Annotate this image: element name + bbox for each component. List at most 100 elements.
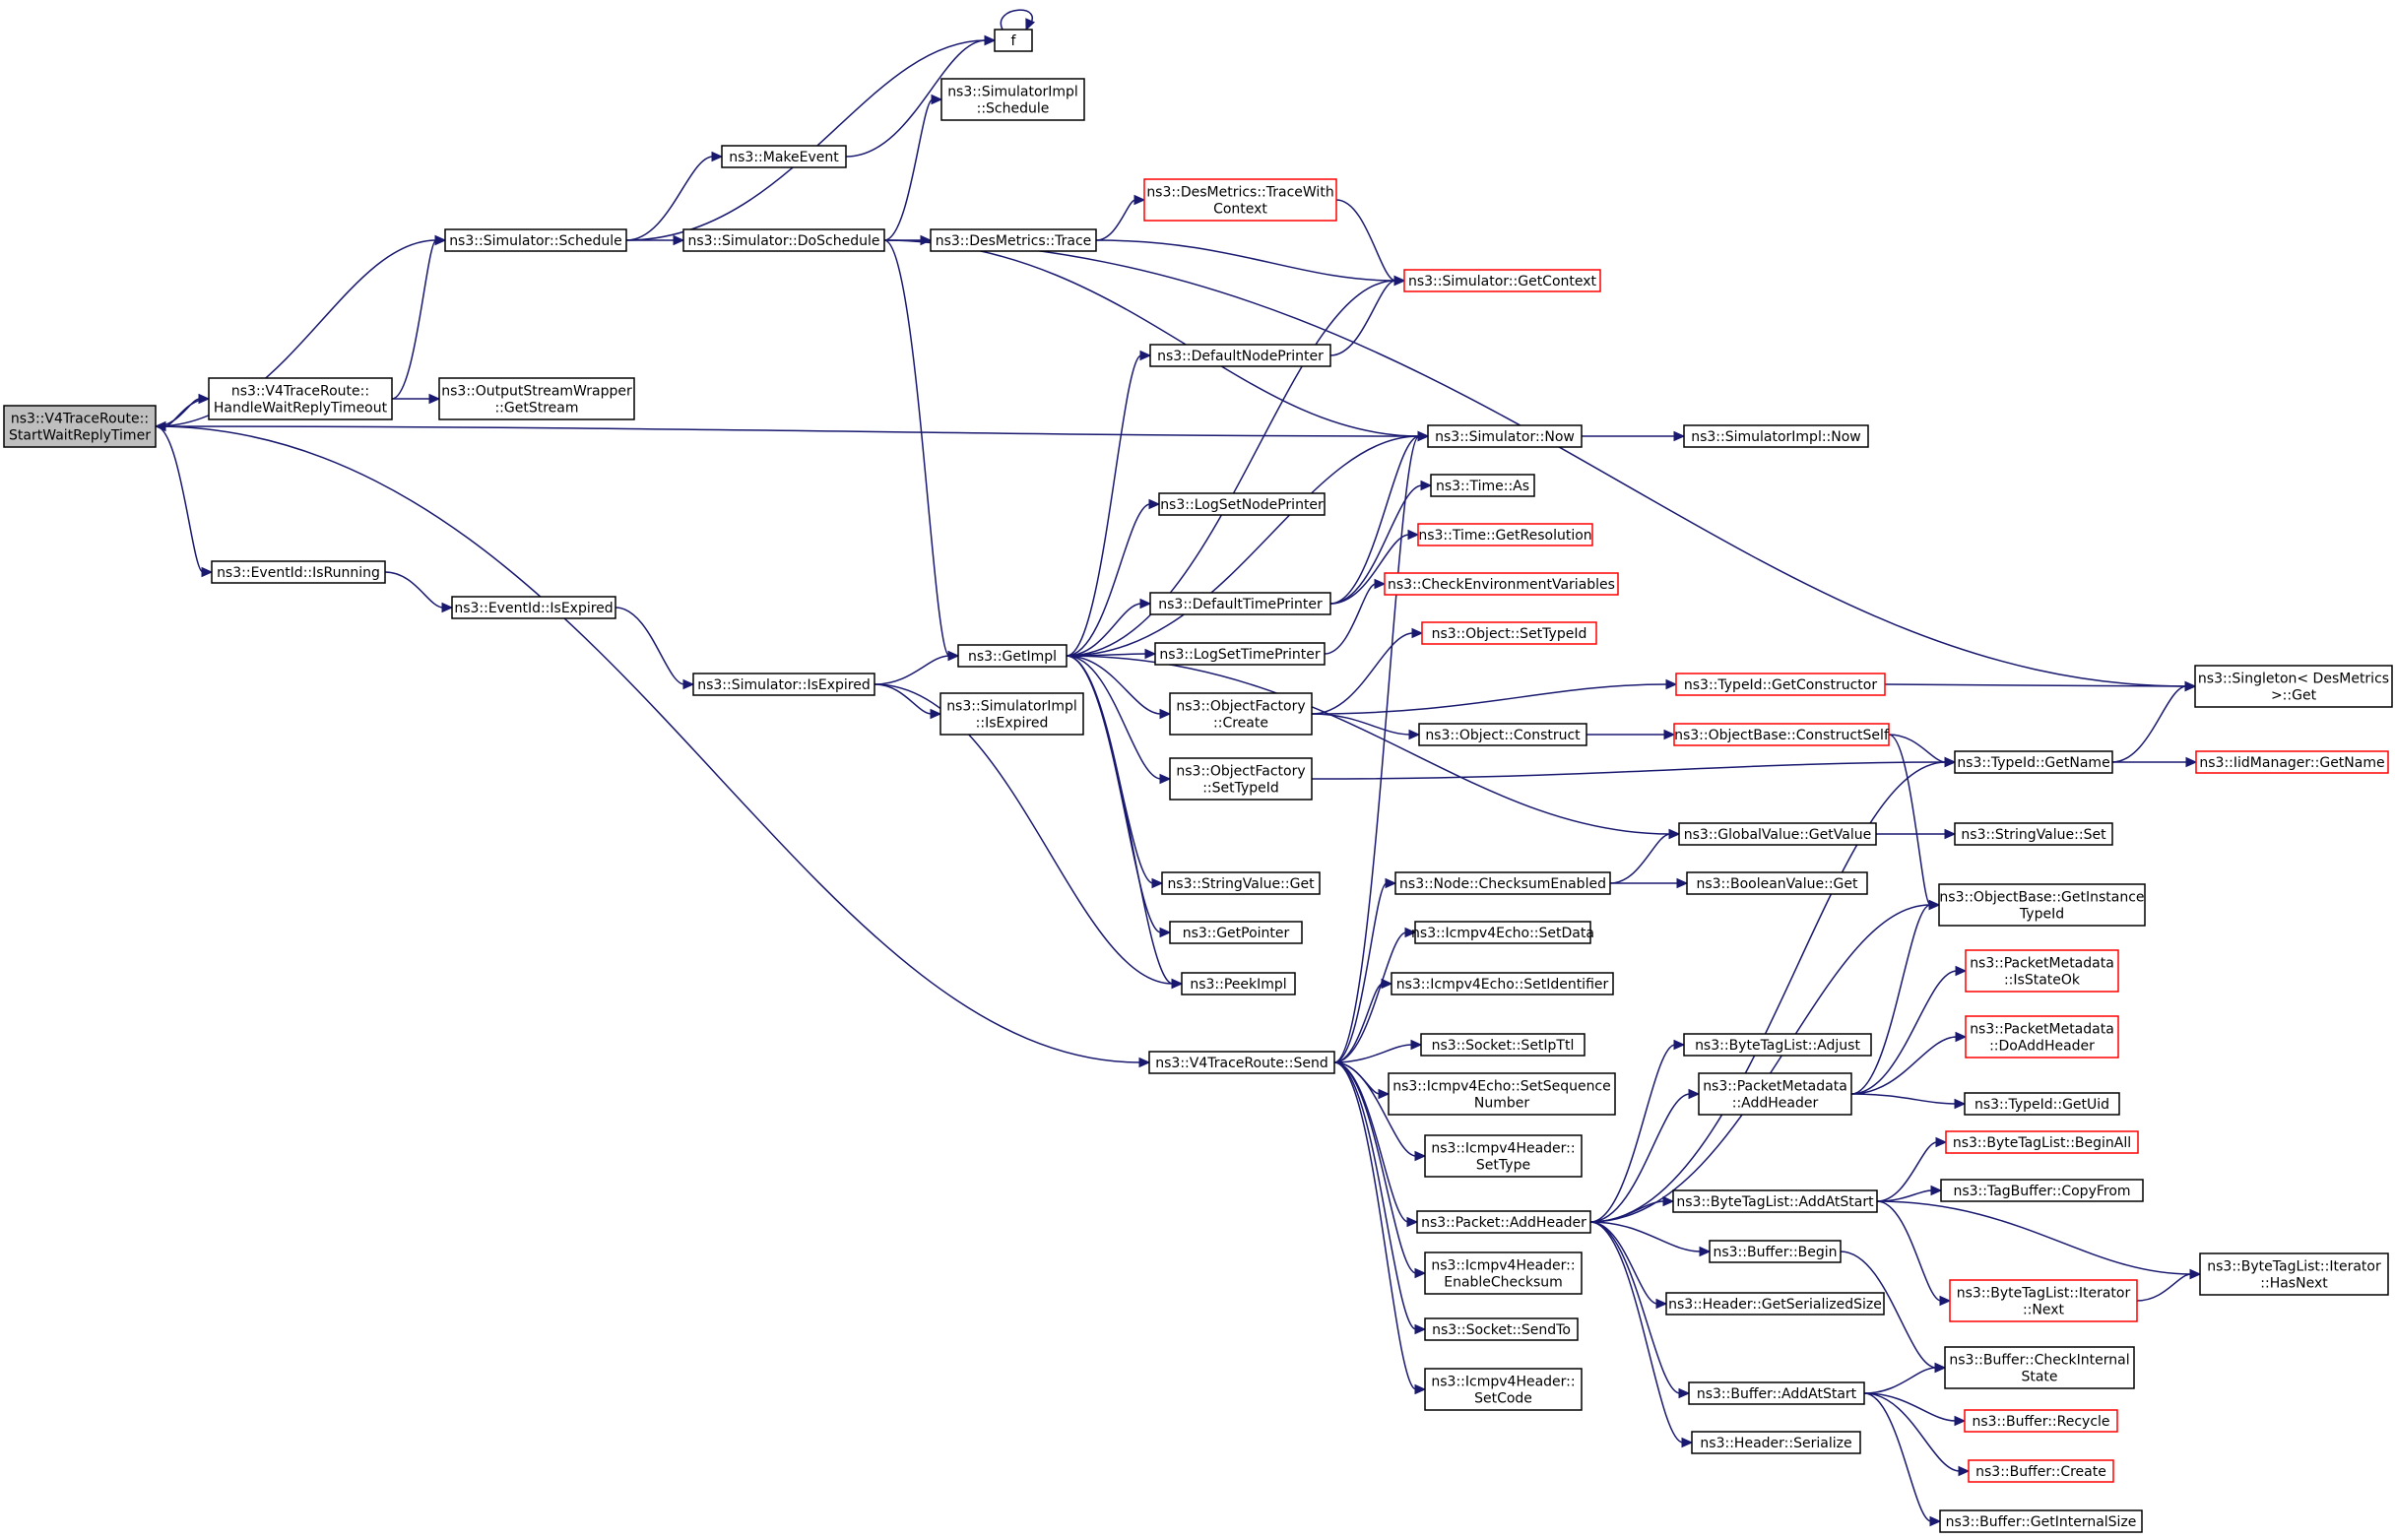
- node-simImplSchedule[interactable]: ns3::SimulatorImpl::Schedule: [940, 78, 1085, 121]
- edge-pktAddHeader-to-bufBegin: [1589, 1221, 1712, 1257]
- node-label: ns3::ByteTagList::BeginAll: [1953, 1135, 2131, 1151]
- node-echoSetId[interactable]: ns3::Icmpv4Echo::SetIdentifier: [1391, 972, 1614, 995]
- node-objSetTypeId[interactable]: ns3::Object::SetTypeId: [1421, 621, 1597, 645]
- node-bufBegin[interactable]: ns3::Buffer::Begin: [1709, 1240, 1842, 1263]
- node-defTimePrinter[interactable]: ns3::DefaultTimePrinter: [1149, 592, 1331, 615]
- edge-simDoSchedule-to-simImplSchedule: [883, 94, 943, 241]
- node-btlIterHasNext[interactable]: ns3::ByteTagList::Iterator::HasNext: [2199, 1252, 2389, 1296]
- node-hdrSetType[interactable]: ns3::Icmpv4Header::SetType: [1424, 1134, 1583, 1178]
- node-bufGetInternalSize[interactable]: ns3::Buffer::GetInternalSize: [1939, 1509, 2143, 1533]
- node-tbCopyFrom[interactable]: ns3::TagBuffer::CopyFrom: [1940, 1179, 2144, 1202]
- node-peekImpl[interactable]: ns3::PeekImpl: [1181, 972, 1296, 995]
- node-ofCreate[interactable]: ns3::ObjectFactory::Create: [1169, 692, 1313, 736]
- node-hdrSetCode[interactable]: ns3::Icmpv4Header::SetCode: [1424, 1368, 1583, 1411]
- edge-getImpl-to-ofSetTypeId: [1066, 655, 1172, 785]
- node-simNow[interactable]: ns3::Simulator::Now: [1427, 424, 1583, 448]
- node-label: TypeId: [2019, 907, 2064, 923]
- node-pmDoAddHeader[interactable]: ns3::PacketMetadata::DoAddHeader: [1965, 1015, 2119, 1059]
- node-label: SetType: [1476, 1158, 1530, 1174]
- edge-send-to-nodeChecksum: [1333, 877, 1397, 1063]
- node-hdrEnableChecksum[interactable]: ns3::Icmpv4Header::EnableChecksum: [1424, 1251, 1583, 1295]
- edge-send-to-sockSetIpTtl: [1333, 1039, 1423, 1063]
- edge-getImpl-to-gvGetValue: [1066, 655, 1681, 840]
- node-svGet[interactable]: ns3::StringValue::Get: [1161, 871, 1321, 895]
- node-btlAddAtStart[interactable]: ns3::ByteTagList::AddAtStart: [1672, 1189, 1878, 1213]
- node-btlBeginAll[interactable]: ns3::ByteTagList::BeginAll: [1945, 1130, 2139, 1154]
- node-bufRecycle[interactable]: ns3::Buffer::Recycle: [1964, 1409, 2118, 1433]
- node-label: ns3::StringValue::Set: [1961, 827, 2106, 843]
- node-hdrGetSerSize[interactable]: ns3::Header::GetSerializedSize: [1665, 1292, 1885, 1315]
- node-timeRes[interactable]: ns3::Time::GetResolution: [1417, 523, 1593, 546]
- node-echoSetData[interactable]: ns3::Icmpv4Echo::SetData: [1411, 921, 1594, 944]
- node-gvGetValue[interactable]: ns3::GlobalValue::GetValue: [1678, 822, 1877, 846]
- node-bufCreate[interactable]: ns3::Buffer::Create: [1968, 1459, 2114, 1483]
- edge-pktAddHeader-to-pmAddHeader: [1589, 1088, 1701, 1223]
- node-eventRunning[interactable]: ns3::EventId::IsRunning: [211, 560, 386, 584]
- edge-pktAddHeader-to-typeIdGetName: [1589, 756, 1957, 1223]
- node-label: ::DoAddHeader: [1989, 1039, 2095, 1055]
- node-checkEnv[interactable]: ns3::CheckEnvironmentVariables: [1384, 572, 1619, 596]
- node-label: ns3::Icmpv4Header::: [1431, 1258, 1575, 1274]
- node-objConstruct[interactable]: ns3::Object::Construct: [1418, 723, 1587, 746]
- node-btlIterNext[interactable]: ns3::ByteTagList::Iterator::Next: [1949, 1279, 2138, 1322]
- node-outStream[interactable]: ns3::OutputStreamWrapper::GetStream: [438, 377, 635, 420]
- node-label: ::Create: [1213, 716, 1268, 732]
- node-label: ns3::LogSetNodePrinter: [1160, 497, 1324, 513]
- node-label: ns3::DesMetrics::Trace: [936, 233, 1092, 249]
- node-typeIdGetName[interactable]: ns3::TypeId::GetName: [1954, 750, 2113, 774]
- node-eventExpired[interactable]: ns3::EventId::IsExpired: [451, 596, 616, 619]
- node-logSetNode[interactable]: ns3::LogSetNodePrinter: [1158, 492, 1326, 516]
- node-label: ns3::ByteTagList::Iterator: [1957, 1286, 2131, 1302]
- node-getPointer[interactable]: ns3::GetPointer: [1169, 921, 1303, 944]
- edge-simDoSchedule-to-getImpl: [883, 239, 960, 662]
- node-btlAdjust[interactable]: ns3::ByteTagList::Adjust: [1683, 1033, 1872, 1057]
- node-desTrace[interactable]: ns3::DesMetrics::Trace: [930, 228, 1097, 252]
- edge-getImpl-to-ofCreate: [1066, 655, 1172, 720]
- node-sockSendTo[interactable]: ns3::Socket::SendTo: [1424, 1317, 1579, 1341]
- node-timeAs[interactable]: ns3::Time::As: [1430, 474, 1535, 497]
- node-nodeChecksum[interactable]: ns3::Node::ChecksumEnabled: [1394, 871, 1611, 895]
- node-simIsExpired[interactable]: ns3::Simulator::IsExpired: [692, 673, 875, 696]
- edge-handleTimeout-to-root: [154, 398, 210, 432]
- node-svSet[interactable]: ns3::StringValue::Set: [1954, 822, 2113, 846]
- node-makeEvent[interactable]: ns3::MakeEvent: [721, 145, 847, 168]
- node-label: ns3::Simulator::GetContext: [1408, 274, 1597, 289]
- node-pktAddHeader[interactable]: ns3::Packet::AddHeader: [1416, 1210, 1591, 1234]
- node-singleton[interactable]: ns3::Singleton< DesMetrics>::Get: [2194, 665, 2393, 708]
- node-label: ns3::ObjectFactory: [1176, 699, 1305, 715]
- node-f[interactable]: f: [994, 29, 1033, 52]
- node-send[interactable]: ns3::V4TraceRoute::Send: [1148, 1051, 1335, 1074]
- edge-ofCreate-to-typeIdGetCtor: [1311, 678, 1678, 715]
- node-getImpl[interactable]: ns3::GetImpl: [957, 644, 1068, 668]
- node-hdrSerialize[interactable]: ns3::Header::Serialize: [1691, 1431, 1861, 1454]
- node-simImplIsExpired[interactable]: ns3::SimulatorImpl::IsExpired: [939, 692, 1084, 736]
- edge-getImpl-to-peekImpl: [1066, 655, 1184, 990]
- edge-desTrace-to-desTraceCtx: [1095, 194, 1146, 241]
- edge-send-to-simNow: [1333, 430, 1430, 1063]
- node-getContext[interactable]: ns3::Simulator::GetContext: [1403, 269, 1601, 292]
- node-defNodePrinter[interactable]: ns3::DefaultNodePrinter: [1149, 344, 1331, 367]
- node-bufAddAtStart[interactable]: ns3::Buffer::AddAtStart: [1688, 1381, 1865, 1405]
- node-bvGet[interactable]: ns3::BooleanValue::Get: [1686, 871, 1868, 895]
- node-pmAddHeader[interactable]: ns3::PacketMetadata::AddHeader: [1698, 1072, 1852, 1116]
- node-pmIsStateOk[interactable]: ns3::PacketMetadata::IsStateOk: [1965, 949, 2119, 993]
- node-ofSetTypeId[interactable]: ns3::ObjectFactory::SetTypeId: [1169, 757, 1313, 801]
- node-handleTimeout[interactable]: ns3::V4TraceRoute::HandleWaitReplyTimeou…: [208, 377, 393, 420]
- node-iidGetName[interactable]: ns3::IidManager::GetName: [2195, 750, 2389, 774]
- node-sockSetIpTtl[interactable]: ns3::Socket::SetIpTtl: [1420, 1033, 1586, 1057]
- edge-f-to-f: [1000, 9, 1036, 32]
- node-simDoSchedule[interactable]: ns3::Simulator::DoSchedule: [682, 228, 885, 252]
- node-label: ns3::EventId::IsExpired: [454, 601, 613, 616]
- node-simImplNow[interactable]: ns3::SimulatorImpl::Now: [1683, 424, 1869, 448]
- node-logSetTime[interactable]: ns3::LogSetTimePrinter: [1154, 642, 1326, 666]
- edge-bufAddAtStart-to-bufCheckInternal: [1863, 1362, 1947, 1394]
- node-tidGetUid[interactable]: ns3::TypeId::GetUid: [1964, 1092, 2120, 1116]
- node-typeIdGetCtor[interactable]: ns3::TypeId::GetConstructor: [1675, 673, 1886, 696]
- node-objBaseConstructSelf[interactable]: ns3::ObjectBase::ConstructSelf: [1673, 723, 1890, 746]
- node-simSchedule[interactable]: ns3::Simulator::Schedule: [444, 228, 627, 252]
